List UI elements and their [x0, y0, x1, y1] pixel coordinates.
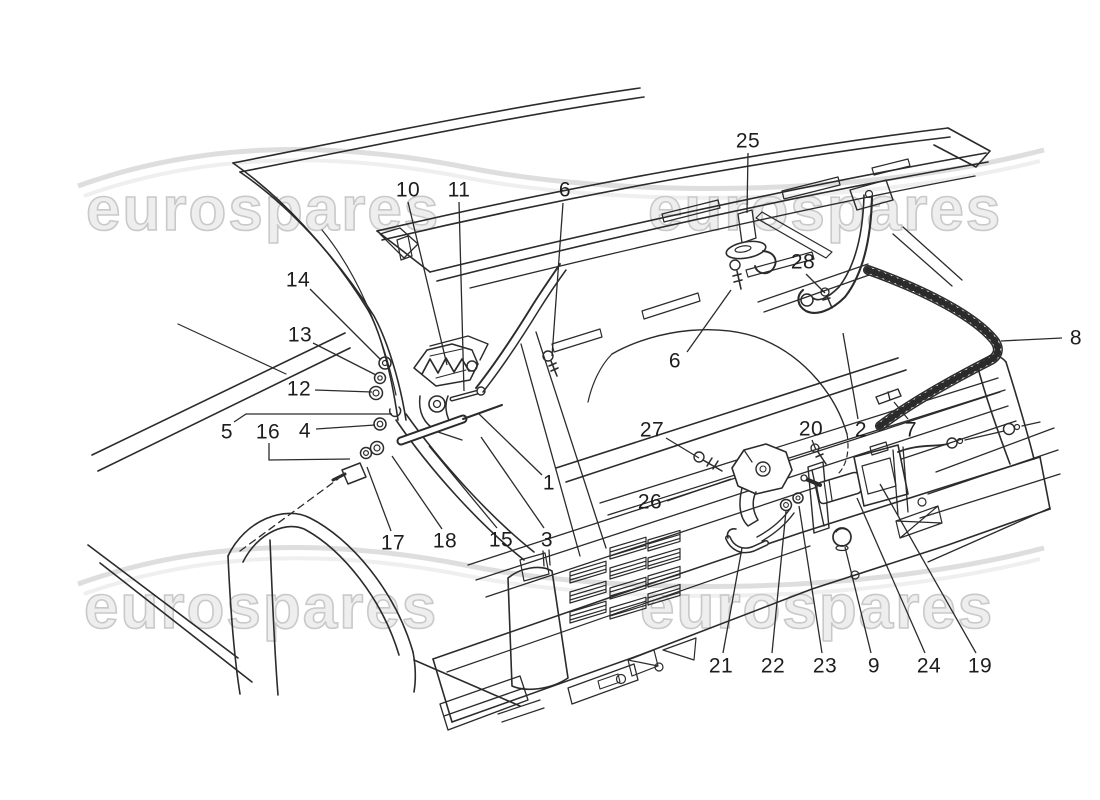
torsion-bar-hardware [239, 356, 503, 552]
leader-line-6 [686, 289, 732, 353]
tail-light-bar [569, 560, 607, 584]
callout-label-11: 11 [447, 178, 471, 202]
watermark-text-1: eurospares [86, 175, 440, 244]
leader-line-4 [315, 424, 376, 430]
callout-label-19: 19 [967, 654, 993, 678]
roof-and-pillar [232, 87, 645, 421]
leader-line-26 [666, 478, 732, 502]
boot-opening-deck [395, 211, 1017, 598]
right-quarter-and-seal [863, 265, 1061, 563]
callout-label-24: 24 [916, 654, 942, 678]
leader-line-28 [805, 273, 826, 294]
leader-line-12 [314, 389, 373, 393]
callout-label-27: 27 [639, 418, 665, 442]
tail-light-bar [609, 536, 647, 560]
watermark-swoosh-bottom [77, 544, 1045, 589]
tail-light-bar [569, 580, 607, 604]
watermark-text-2: eurospares [648, 175, 1002, 244]
leader-line-16 [268, 443, 351, 461]
watermark-text-4: eurospares [640, 573, 994, 642]
lid-hook-and-right-hinge [542, 179, 894, 377]
callout-label-1: 1 [542, 471, 556, 495]
leader-line-3 [480, 436, 545, 529]
leader-line-25 [746, 152, 749, 214]
leader-line-22 [771, 510, 787, 654]
callout-label-22: 22 [760, 654, 786, 678]
left-quarter-panel [87, 323, 351, 683]
callout-label-8: 8 [1069, 326, 1083, 350]
leader-line-23 [798, 505, 823, 654]
leader-line-7 [893, 401, 909, 420]
leader-line-19 [879, 483, 977, 654]
leader-line-6 [551, 202, 564, 357]
callout-label-5: 5 [220, 420, 234, 444]
callout-label-10: 10 [395, 178, 421, 202]
callout-label-23: 23 [812, 654, 838, 678]
callout-label-13: 13 [287, 323, 313, 347]
callout-label-28: 28 [790, 250, 816, 274]
leader-line-24 [856, 497, 926, 654]
label-3-ticks [542, 549, 551, 567]
callout-leader-lines [233, 152, 1063, 654]
leader-line-27 [665, 437, 700, 459]
rear-panel-and-bumper [432, 456, 1051, 731]
callout-label-2: 2 [854, 418, 868, 442]
wheel-arch [227, 512, 521, 707]
callout-label-3: 3 [540, 528, 554, 552]
callout-label-25: 25 [735, 129, 761, 153]
callout-label-6: 6 [668, 349, 682, 373]
leader-line-14 [309, 288, 382, 361]
watermark-swoosh-top [77, 146, 1045, 191]
callout-label-4: 4 [298, 419, 312, 443]
leader-line-21 [722, 547, 743, 654]
callout-label-18: 18 [432, 529, 458, 553]
leader-line-20 [811, 439, 817, 451]
callout-label-6: 6 [558, 178, 572, 202]
tail-light-bar [609, 556, 647, 580]
leader-line-1 [477, 412, 543, 476]
callout-label-21: 21 [708, 654, 734, 678]
tail-light-bar [647, 547, 681, 570]
callout-label-17: 17 [380, 531, 406, 555]
leader-line-13 [312, 342, 377, 376]
callout-label-16: 16 [255, 420, 281, 444]
tail-light-bar [569, 600, 607, 624]
leader-line-11 [458, 201, 465, 392]
callout-label-20: 20 [798, 417, 824, 441]
callout-label-15: 15 [488, 528, 514, 552]
leader-line-18 [391, 455, 443, 530]
leader-line-15 [428, 445, 498, 529]
watermark-swoosh-top-echo [83, 158, 1041, 200]
callout-label-14: 14 [285, 268, 311, 292]
left-hinge-assembly [413, 263, 567, 441]
leader-line-9 [844, 546, 872, 654]
tail-light-bar [647, 529, 681, 552]
leader-line-5 [233, 413, 392, 423]
callout-label-12: 12 [286, 377, 312, 401]
watermark-text-3: eurospares [84, 573, 438, 642]
callout-label-7: 7 [904, 418, 918, 442]
leader-line-8 [1000, 337, 1063, 342]
leader-line-17 [366, 466, 392, 532]
leader-line-10 [407, 201, 448, 366]
car-body-line-art [87, 87, 1061, 731]
boot-lock-assembly [693, 388, 1041, 554]
callout-label-9: 9 [867, 654, 881, 678]
watermark-swoosh-bottom-echo [83, 556, 1041, 598]
leader-line-2 [842, 332, 859, 420]
callout-label-26: 26 [637, 490, 663, 514]
